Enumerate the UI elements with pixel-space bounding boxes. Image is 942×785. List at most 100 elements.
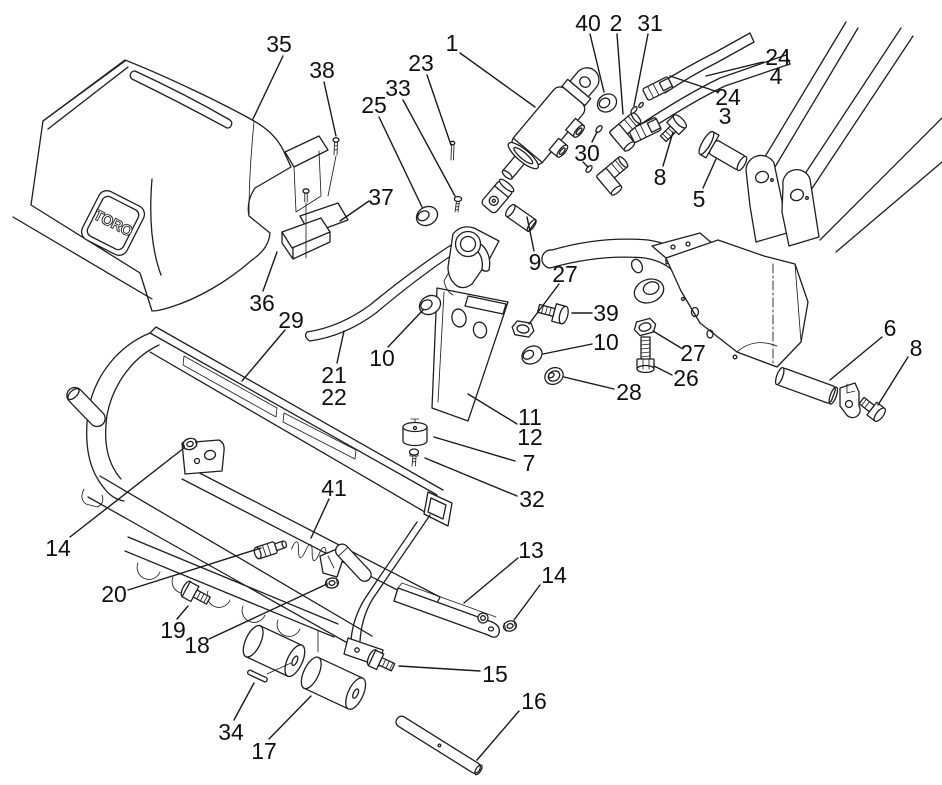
leader-line-18 bbox=[208, 583, 328, 640]
hydraulic-cylinder bbox=[481, 67, 600, 214]
leader-line-9 bbox=[526, 216, 535, 252]
leader-line-37 bbox=[339, 200, 370, 222]
pin-34 bbox=[246, 662, 292, 683]
pin-9 bbox=[504, 203, 537, 233]
toro-cover: TORO bbox=[12, 59, 292, 312]
callout-13: 13 bbox=[518, 537, 544, 563]
callout-6: 6 bbox=[884, 315, 897, 341]
bracket-bushing-boss bbox=[633, 278, 665, 304]
leader-line-8 bbox=[877, 356, 909, 406]
callout-20: 20 bbox=[101, 581, 127, 607]
leader-line-1 bbox=[459, 52, 536, 108]
clevis-pin-5 bbox=[698, 130, 748, 172]
leader-line-11 bbox=[467, 393, 518, 425]
pin-6 bbox=[774, 366, 839, 405]
leader-line-10 bbox=[387, 309, 424, 348]
leader-line-21 bbox=[336, 330, 345, 364]
leader-line-10 bbox=[542, 343, 593, 355]
support-arm bbox=[431, 287, 509, 422]
leader-line-40 bbox=[589, 33, 605, 93]
flange-nut-27-right bbox=[633, 317, 657, 337]
leader-line-14 bbox=[69, 447, 185, 538]
leader-line-27 bbox=[528, 283, 560, 325]
grease-fitting-20 bbox=[253, 540, 288, 560]
bolt-26 bbox=[636, 336, 655, 374]
leader-line-41 bbox=[310, 498, 330, 539]
pin-keeper-tab bbox=[839, 382, 861, 419]
callout-39: 39 bbox=[593, 300, 619, 326]
lift-arm-plate-right bbox=[781, 169, 820, 247]
rod-clevis bbox=[481, 178, 515, 214]
leader-line-25 bbox=[378, 116, 423, 208]
leader-line-15 bbox=[398, 665, 481, 672]
frame-handle-grip bbox=[66, 386, 106, 428]
leader-line-7 bbox=[433, 436, 516, 462]
leader-line-13 bbox=[463, 557, 519, 604]
callout-8: 8 bbox=[910, 335, 923, 361]
callout-17: 17 bbox=[251, 738, 277, 764]
pivot-plate bbox=[443, 226, 500, 296]
leader-line-30 bbox=[582, 161, 589, 168]
bumper-7 bbox=[402, 418, 428, 447]
callout-31: 31 bbox=[637, 10, 663, 36]
callout-1: 1 bbox=[446, 30, 459, 56]
leader-line-8 bbox=[662, 131, 674, 167]
cover-bracket-assembly bbox=[281, 135, 349, 260]
callout-9: 9 bbox=[529, 249, 542, 275]
callout-10: 10 bbox=[593, 329, 619, 355]
leader-line-30 bbox=[591, 131, 598, 143]
elbow-fitting-lower bbox=[596, 156, 629, 196]
callout-15: 15 bbox=[482, 661, 508, 687]
screw-36-inner bbox=[302, 188, 310, 259]
spring-41 bbox=[291, 541, 327, 562]
screw-33 bbox=[453, 195, 463, 213]
leader-line-29 bbox=[241, 329, 286, 382]
callout-41: 41 bbox=[321, 475, 347, 501]
screw-32 bbox=[408, 448, 420, 467]
callout-2: 2 bbox=[610, 10, 623, 36]
hose-end-fitting-upper bbox=[642, 76, 674, 101]
screw-38 bbox=[327, 137, 340, 197]
leader-line-24 bbox=[705, 61, 764, 77]
callout-5: 5 bbox=[693, 186, 706, 212]
callout-35: 35 bbox=[266, 31, 292, 57]
bolt-8-upper bbox=[659, 114, 688, 143]
latch-bracket bbox=[319, 548, 344, 578]
bolt-15 bbox=[366, 649, 396, 672]
leader-line-14 bbox=[513, 584, 541, 621]
lift-arm-tubes bbox=[756, 21, 942, 253]
leader-line-38 bbox=[323, 81, 337, 137]
flange-nut-18 bbox=[324, 577, 340, 589]
leader-line-27 bbox=[652, 330, 682, 349]
o-ring-31 bbox=[630, 101, 644, 114]
callout-27: 27 bbox=[680, 340, 706, 366]
leader-line-24 bbox=[669, 75, 719, 93]
callout-25: 25 bbox=[361, 92, 387, 118]
callout-14: 14 bbox=[45, 535, 71, 561]
callout-34: 34 bbox=[218, 719, 244, 745]
callout-12: 12 bbox=[517, 424, 543, 450]
leader-line-5 bbox=[702, 158, 717, 189]
seal-28 bbox=[544, 366, 564, 386]
leader-line-16 bbox=[476, 710, 520, 761]
leader-line-23 bbox=[426, 74, 452, 146]
bushing-25 bbox=[415, 205, 439, 227]
leader-line-19 bbox=[176, 605, 189, 620]
bolt-39 bbox=[536, 303, 569, 325]
callout-4: 4 bbox=[770, 63, 783, 89]
callout-16: 16 bbox=[521, 688, 547, 714]
callout-11: 11 bbox=[518, 404, 542, 430]
callout-19: 19 bbox=[160, 617, 186, 643]
hose-end-fitting-lower bbox=[628, 117, 662, 143]
callout-26: 26 bbox=[673, 365, 699, 391]
pivot-bushing-40 bbox=[596, 93, 618, 113]
leader-line-31 bbox=[633, 33, 649, 107]
frame-upright bbox=[359, 514, 431, 642]
bolt-8-lower bbox=[858, 396, 887, 423]
callout-33: 33 bbox=[385, 75, 411, 101]
roller-shaft-16 bbox=[395, 715, 483, 776]
leader-line-26 bbox=[653, 365, 673, 376]
leader-line-34 bbox=[233, 682, 255, 721]
callout-36: 36 bbox=[249, 290, 275, 316]
